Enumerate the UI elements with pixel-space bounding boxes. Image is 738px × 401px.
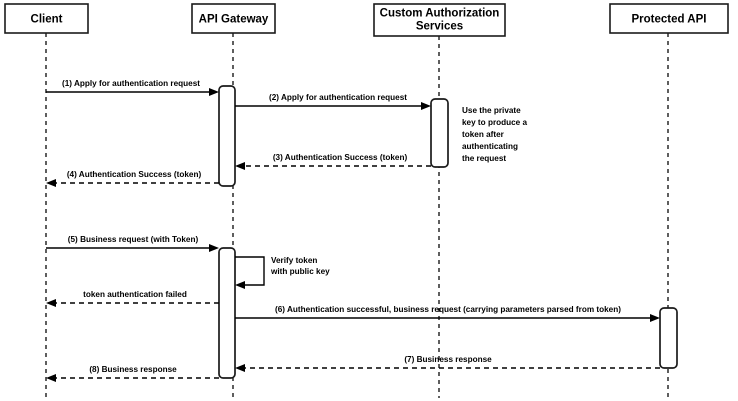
message-5-label: (5) Business request (with Token): [68, 235, 199, 244]
message-7-label: (7) Business response: [404, 355, 492, 364]
message-token-authentication-failed-label: token authentication failed: [83, 290, 187, 299]
message-6: (6) Authentication successful, business …: [235, 305, 660, 322]
message-3-arrowhead: [235, 162, 245, 170]
participant-box-protected-api[interactable]: [609, 3, 729, 34]
message-self-verify-token-arrowhead: [235, 281, 245, 289]
participant-custom-auth[interactable]: Custom Authorization Services: [373, 3, 506, 37]
participant-label-custom-auth-line2: Services: [416, 21, 463, 33]
message-7-arrowhead: [235, 364, 245, 372]
message-3-label: (3) Authentication Success (token): [273, 153, 408, 162]
message-self-verify-token-label-line2: with public key: [270, 267, 330, 276]
message-self-verify-token-line: [235, 256, 265, 286]
message-8-label: (8) Business response: [89, 365, 177, 374]
note-private-key: Use the private key to produce a token a…: [462, 106, 528, 163]
message-token-authentication-failed: token authentication failed: [46, 290, 219, 307]
participant-box-custom-auth[interactable]: [373, 3, 506, 37]
activation-bar-gateway-business: [218, 247, 236, 379]
message-1: (1) Apply for authentication request: [46, 79, 219, 96]
message-6-label: (6) Authentication successful, business …: [275, 305, 621, 314]
activation-bar-custom-auth: [430, 98, 449, 168]
message-self-verify-token-label-line1: Verify token: [271, 256, 317, 265]
message-self-verify-token: Verify token with public key: [235, 256, 330, 289]
message-8: (8) Business response: [46, 365, 219, 382]
note-private-key-line-3: token after: [462, 130, 505, 139]
activation-bar-protected-api: [659, 307, 678, 369]
message-1-arrowhead: [209, 88, 219, 96]
participant-box-api-gateway[interactable]: [191, 3, 276, 34]
participant-client[interactable]: Client: [4, 3, 89, 34]
participant-label-client: Client: [31, 14, 63, 26]
participant-box-client[interactable]: [4, 3, 89, 34]
message-8-arrowhead: [46, 374, 56, 382]
message-6-arrowhead: [650, 314, 660, 322]
message-2-arrowhead: [421, 102, 431, 110]
message-5: (5) Business request (with Token): [46, 235, 219, 252]
activation-bar-gateway-auth: [218, 85, 236, 187]
participant-label-api-gateway: API Gateway: [199, 14, 269, 26]
note-private-key-line-1: Use the private: [462, 106, 521, 115]
message-token-authentication-failed-arrowhead: [46, 299, 56, 307]
message-5-arrowhead: [209, 244, 219, 252]
message-4: (4) Authentication Success (token): [46, 170, 219, 187]
participant-label-protected-api: Protected API: [632, 14, 707, 26]
message-1-label: (1) Apply for authentication request: [62, 79, 200, 88]
note-private-key-line-5: the request: [462, 154, 506, 163]
participant-label-custom-auth-line1: Custom Authorization: [380, 8, 500, 20]
message-7: (7) Business response: [235, 355, 660, 372]
participant-api-gateway[interactable]: API Gateway: [191, 3, 276, 34]
message-4-label: (4) Authentication Success (token): [67, 170, 202, 179]
message-2: (2) Apply for authentication request: [235, 93, 431, 110]
activation-bars: [218, 85, 678, 379]
participant-protected-api[interactable]: Protected API: [609, 3, 729, 34]
message-2-label: (2) Apply for authentication request: [269, 93, 407, 102]
note-private-key-line-4: authenticating: [462, 142, 518, 151]
note-private-key-line-2: key to produce a: [462, 118, 528, 127]
message-4-arrowhead: [46, 179, 56, 187]
message-3: (3) Authentication Success (token): [235, 153, 431, 170]
